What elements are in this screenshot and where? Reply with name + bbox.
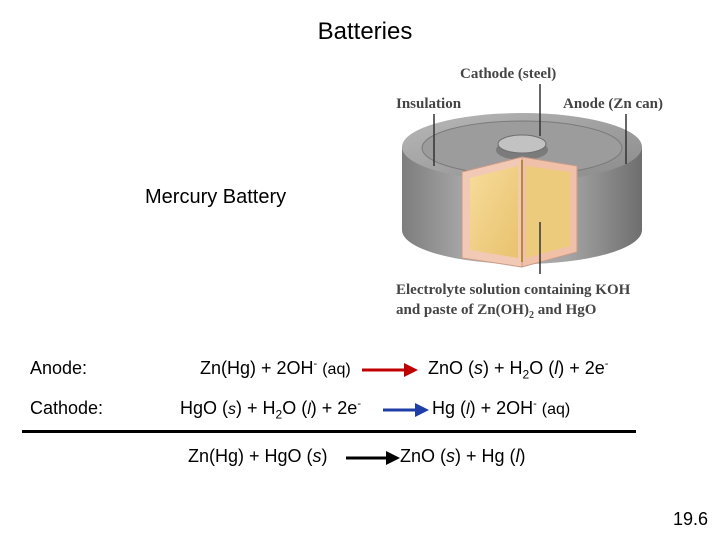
sum-line — [22, 430, 636, 433]
anode-label: Anode: — [30, 358, 88, 378]
anode-reactants: Zn(Hg) + 2OH- (aq) — [200, 358, 351, 378]
label-anode: Anode (Zn can) — [563, 96, 664, 112]
cathode-arrow — [383, 403, 429, 417]
overall-arrow — [346, 451, 400, 465]
label-electrolyte: Electrolyte solution containing KOH — [396, 282, 631, 298]
cathode-reactants: HgO (s) + H2O (l) + 2e- — [180, 398, 361, 422]
cathode-products: Hg (l) + 2OH- (aq) — [432, 398, 571, 418]
anode-arrow — [362, 363, 418, 377]
cathode-label: Cathode: — [30, 398, 104, 418]
page-number: 19.6 — [672, 509, 708, 529]
slide-title: Batteries — [317, 18, 413, 45]
mercury-battery-diagram — [402, 84, 642, 274]
battery-name: Mercury Battery — [145, 186, 287, 208]
label-insulation: Insulation — [396, 96, 462, 112]
paste-cutaway — [470, 166, 518, 258]
anode-products: ZnO (s) + H2O (l) + 2e- — [428, 358, 609, 382]
label-cathode: Cathode (steel) — [460, 66, 557, 82]
overall-reactants: Zn(Hg) + HgO (s) — [188, 446, 328, 466]
label-paste: and paste of Zn(OH)2 and HgO — [396, 302, 597, 321]
overall-products: ZnO (s) + Hg (l) — [400, 446, 526, 466]
